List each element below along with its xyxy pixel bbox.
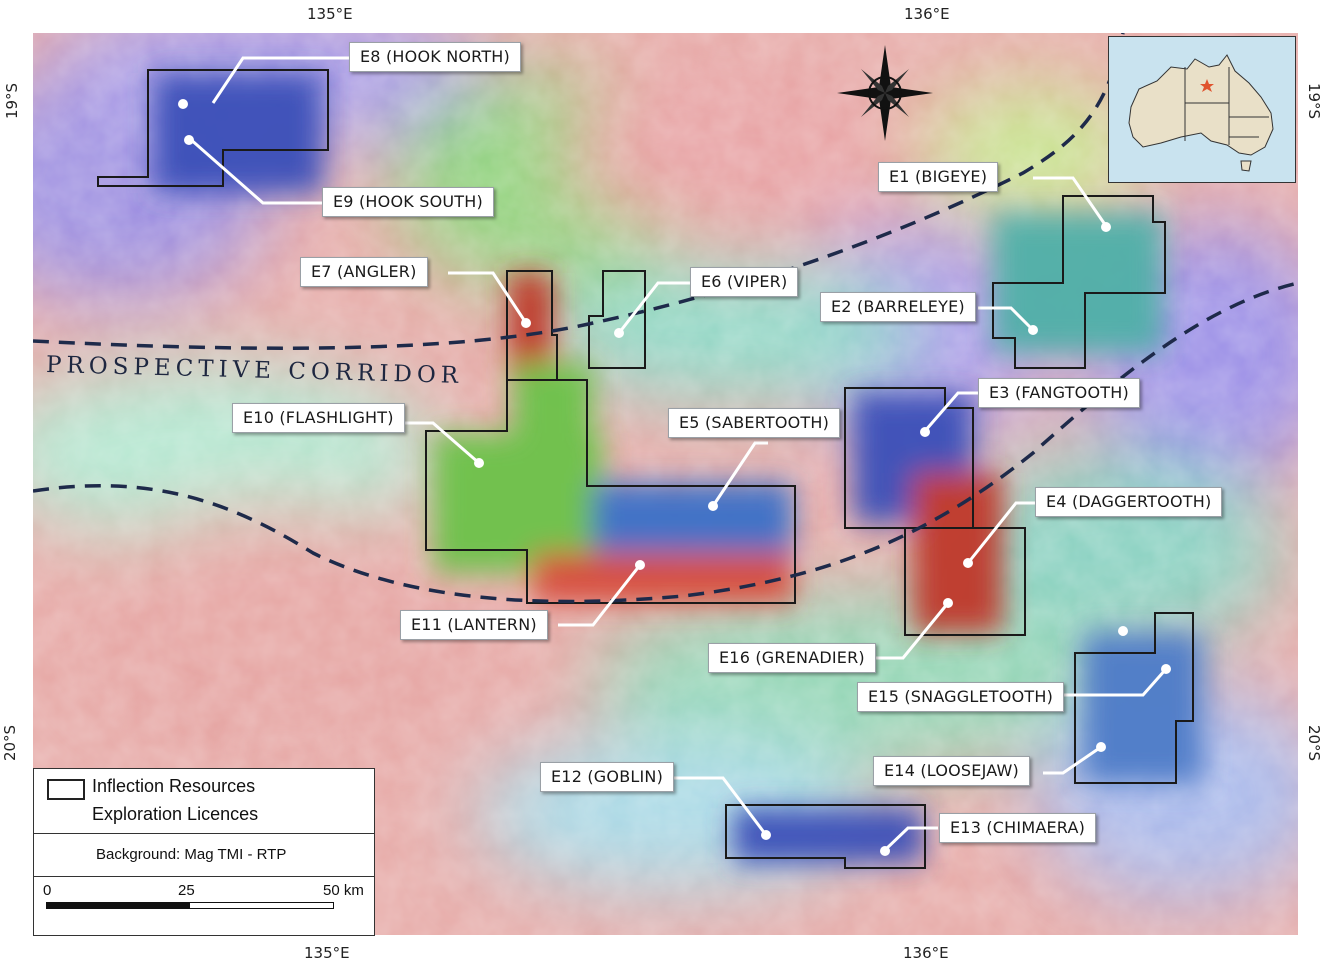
licence-label-E6[interactable]: E6 (VIPER) xyxy=(690,267,799,297)
licence-label-E15[interactable]: E15 (SNAGGLETOOTH) xyxy=(857,682,1065,712)
legend-background-row xyxy=(34,834,374,877)
legend-background-text: Background: Mag TMI - RTP xyxy=(96,846,287,863)
licence-label-E9[interactable]: E9 (HOOK SOUTH) xyxy=(322,187,494,217)
lat-label-right-top: 19°S xyxy=(1305,82,1324,120)
australia-outline xyxy=(1128,54,1274,156)
leader-lines xyxy=(188,56,1168,852)
licence-label-E13[interactable]: E13 (CHIMAERA) xyxy=(939,813,1097,843)
legend-licence-row: Inflection Resources Exploration Licence… xyxy=(34,769,374,834)
licence-E1-E2-outline xyxy=(992,195,1166,369)
lon-label-top-right: 136°E xyxy=(904,5,950,23)
licence-label-E3[interactable]: E3 (FANGTOOTH) xyxy=(978,378,1140,408)
tasmania-outline xyxy=(1240,160,1252,172)
lat-label-left-bottom: 20°S xyxy=(1,724,20,762)
licence-label-E10[interactable]: E10 (FLASHLIGHT) xyxy=(232,403,405,433)
licence-label-E8[interactable]: E8 (HOOK NORTH) xyxy=(349,42,521,72)
scale-label-25: 25 xyxy=(178,882,195,899)
licence-dots xyxy=(178,99,1171,856)
licence-E6-outline xyxy=(588,270,646,369)
licence-label-E11[interactable]: E11 (LANTERN) xyxy=(400,610,548,640)
location-inset-map xyxy=(1108,36,1296,183)
lat-label-right-bottom: 20°S xyxy=(1305,724,1324,762)
licence-E10-E5-E11-outline xyxy=(425,379,796,604)
legend-licence-line2: Exploration Licences xyxy=(92,804,259,824)
licence-E8-E9-outline xyxy=(97,69,329,187)
map-legend: Inflection Resources Exploration Licence… xyxy=(33,768,375,936)
legend-licence-line1: Inflection Resources xyxy=(92,776,256,796)
licence-label-E5[interactable]: E5 (SABERTOOTH) xyxy=(668,408,841,438)
licence-label-E16[interactable]: E16 (GRENADIER) xyxy=(708,643,876,673)
lon-label-bottom-right: 136°E xyxy=(903,944,949,962)
licence-label-E2[interactable]: E2 (BARRELEYE) xyxy=(820,292,976,322)
licence-E12-E13-outline xyxy=(725,804,926,869)
licence-E4-E16-outline xyxy=(904,527,1026,636)
lon-label-top-left: 135°E xyxy=(307,5,353,23)
location-star-icon xyxy=(1200,79,1214,92)
lon-label-bottom-left: 135°E xyxy=(304,944,350,962)
scale-label-0: 0 xyxy=(43,882,52,899)
licence-outline-swatch xyxy=(47,779,85,800)
licence-label-E7[interactable]: E7 (ANGLER) xyxy=(300,257,428,287)
lat-label-left-top: 19°S xyxy=(3,82,22,120)
scale-bar xyxy=(46,902,334,909)
licence-label-E4[interactable]: E4 (DAGGERTOOTH) xyxy=(1035,487,1223,517)
compass-rose xyxy=(837,45,933,141)
licence-outlines xyxy=(97,69,1194,869)
licence-E3-outline xyxy=(844,387,974,529)
licence-label-E1[interactable]: E1 (BIGEYE) xyxy=(878,162,999,192)
licence-E15-E14-outline xyxy=(1074,612,1194,784)
state-borders xyxy=(1184,67,1269,145)
australia-inset xyxy=(1109,37,1295,182)
licence-label-E12[interactable]: E12 (GOBLIN) xyxy=(540,762,675,792)
scale-label-50: 50 km xyxy=(323,882,364,899)
licence-label-E14[interactable]: E14 (LOOSEJAW) xyxy=(873,756,1030,786)
